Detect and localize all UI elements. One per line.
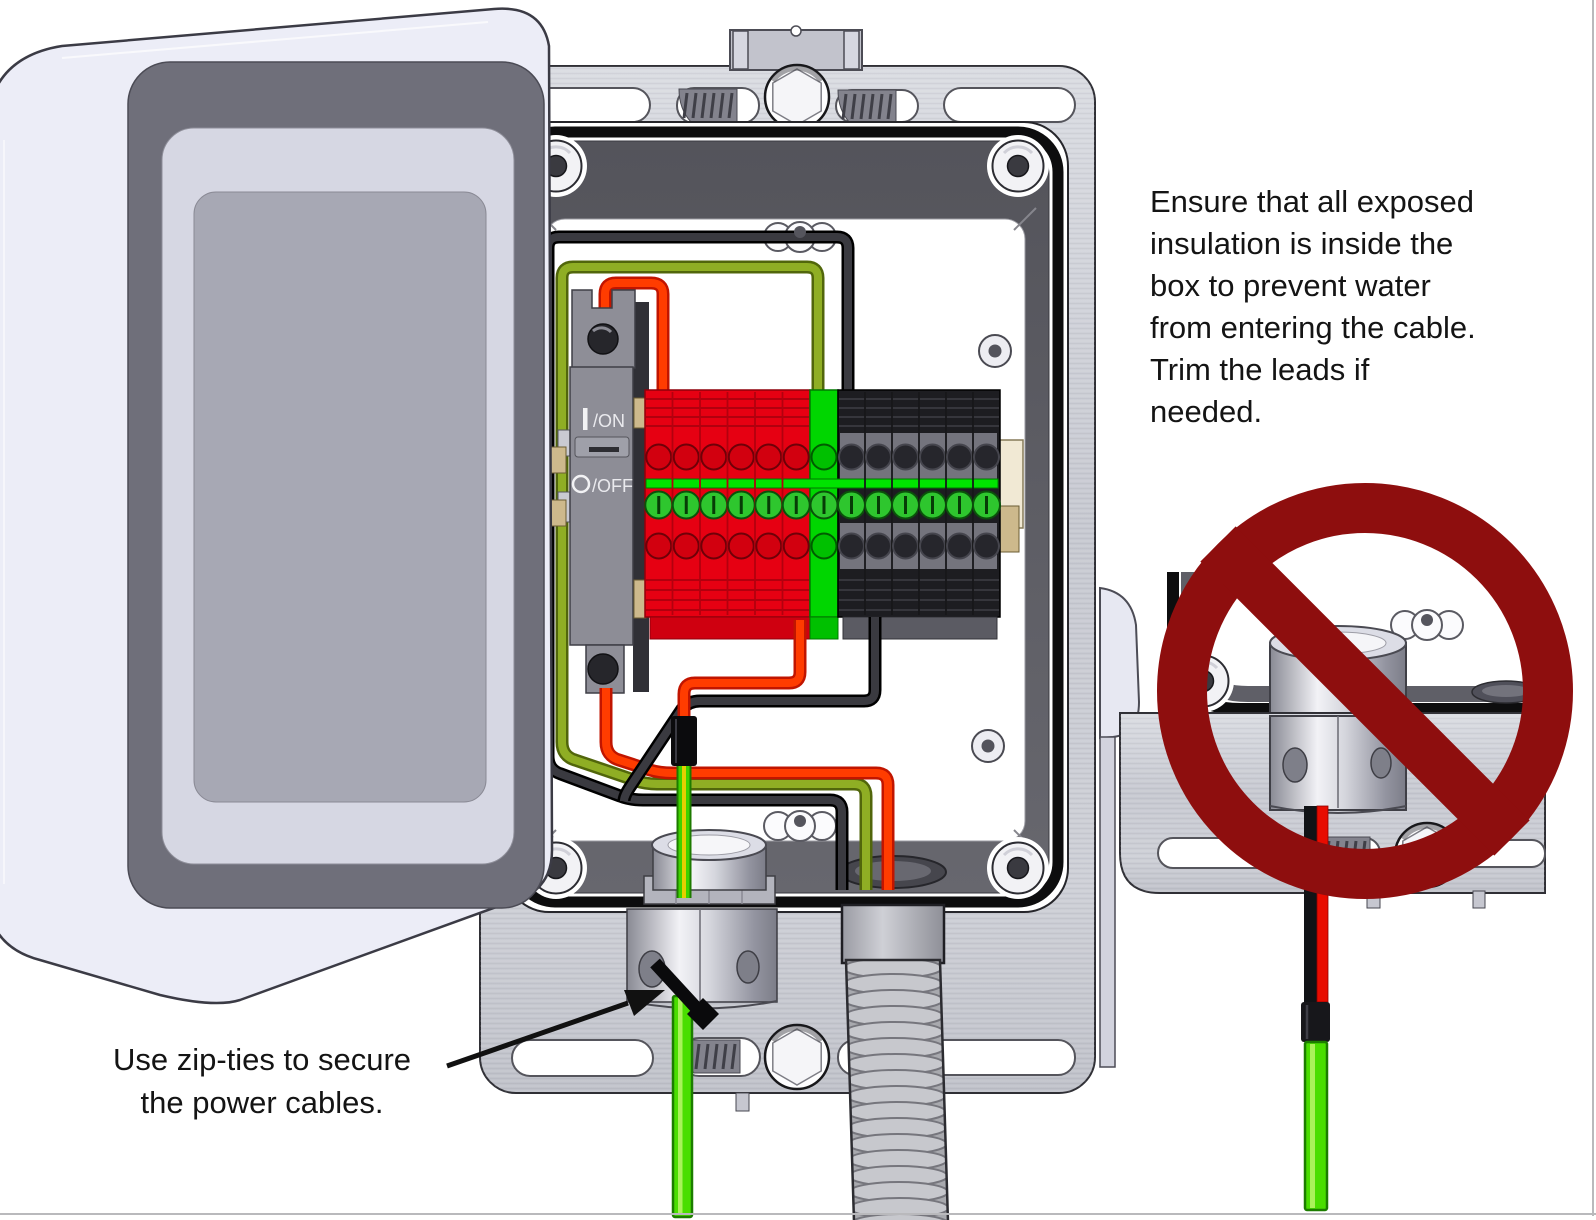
- heat-shrink: [671, 716, 697, 766]
- breaker-body: [569, 366, 634, 646]
- ziptie-note: Use zip-ties to secure the power cables.: [84, 1038, 440, 1124]
- conduit: [840, 903, 950, 1220]
- hex-bolt-top: [765, 65, 829, 129]
- page-edge-right: [1592, 0, 1594, 1216]
- breaker-on-symbol-bar: [583, 408, 588, 430]
- lid-cavity-face: [193, 191, 487, 803]
- wire-red-breaker: [601, 279, 667, 394]
- interior-boss: [978, 334, 1012, 368]
- wire-black-terminal-drop: [620, 617, 879, 802]
- zip-tie: [650, 958, 719, 1030]
- black-lower-cover: [842, 616, 998, 640]
- cable-clip-pin: [794, 226, 806, 238]
- detail-lid-sliver: [1099, 586, 1141, 1068]
- wire-red-terminal-drop: [680, 620, 804, 720]
- exposed-black-lead: [1304, 806, 1317, 1002]
- cable-clip-pin: [794, 815, 806, 827]
- annotation-arrow: [446, 990, 665, 1069]
- circuit-breaker: /ON /OFF: [557, 289, 649, 694]
- exposed-red-lead: [1316, 805, 1329, 1003]
- wire-red-to-conduit: [602, 688, 892, 890]
- breaker-off-symbol-ring: [571, 474, 591, 494]
- ziptie-note-line: Use zip-ties to secure: [112, 1042, 412, 1077]
- cable-jacket-end: [1301, 1002, 1330, 1042]
- box-corner-screw: [985, 835, 1051, 901]
- wire-olive: [558, 263, 870, 890]
- conduit-corrugation: [846, 960, 948, 1220]
- breaker-on-label: /ON: [593, 411, 625, 431]
- detail-green-cable: [1303, 1040, 1329, 1212]
- hex-bolt-bottom: [765, 1025, 829, 1089]
- detail-gland-lower: [1269, 715, 1407, 814]
- zip-tie-buckle: [687, 998, 719, 1030]
- prohibition-icon: [1157, 483, 1573, 899]
- insulation-note-line: from entering the cable.: [1150, 310, 1476, 345]
- page-edge-bottom: [0, 1213, 1596, 1215]
- ziptie-hole: [736, 950, 760, 984]
- insulation-note-line: box to prevent water: [1150, 268, 1431, 303]
- mounting-slots-top: [512, 87, 1076, 125]
- terminal-blocks: [644, 389, 1001, 640]
- ground-wire: [671, 716, 697, 898]
- box-corner-screw: [985, 133, 1051, 199]
- red-terminal-details: [644, 392, 811, 615]
- conduit-hub-top-left: [677, 87, 739, 124]
- arrowhead: [624, 990, 665, 1016]
- insulation-note: Ensure that all exposed insulation is in…: [1150, 181, 1560, 433]
- interior-boss: [971, 729, 1005, 763]
- ground-bus-strip: [645, 478, 999, 489]
- insulation-note-line: Trim the leads if: [1150, 352, 1370, 387]
- green-cable: [671, 994, 694, 1219]
- insulation-note-line: insulation is inside the: [1150, 226, 1454, 261]
- cable-gland-left: [643, 829, 776, 905]
- red-lower-cover: [649, 616, 811, 640]
- wire-runs-lower: [599, 617, 895, 890]
- conduit-hub-top-right: [836, 88, 898, 125]
- green-terminal-details: [809, 443, 839, 560]
- black-terminal-details: [837, 392, 1001, 615]
- plate-pin: [735, 1092, 750, 1112]
- din-rail-ends: [547, 397, 1024, 619]
- rear-bracket-tab: [729, 25, 863, 71]
- enclosure-lid: [0, 7, 554, 1005]
- detail-view: [1099, 483, 1573, 1212]
- conduit-connector: [840, 903, 946, 965]
- ziptie-note-line: the power cables.: [140, 1085, 384, 1120]
- breaker-off-label: /OFF: [592, 476, 633, 496]
- insulation-note-line: Ensure that all exposed: [1150, 184, 1474, 219]
- insulation-note-line: needed.: [1150, 394, 1263, 429]
